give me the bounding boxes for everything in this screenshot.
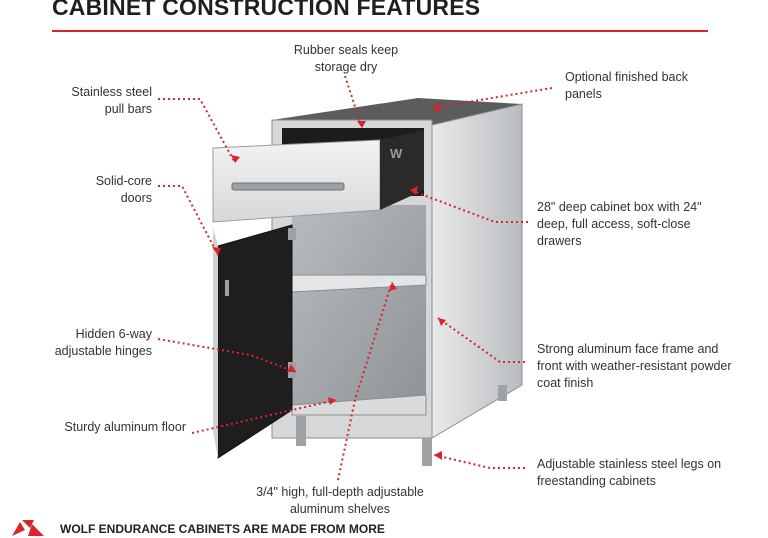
callout-cabinet-box: 28" deep cabinet box with 24" deep, full… [537, 200, 702, 248]
hinge-top [288, 228, 296, 240]
callout-doors: Solid-core doors [95, 174, 152, 205]
leg-back-right [498, 385, 507, 401]
callout-back-panels: Optional finished back panels [565, 70, 688, 101]
footer-text: WOLF ENDURANCE CABINETS ARE MADE FROM MO… [60, 522, 385, 536]
title-divider [52, 30, 708, 32]
leg-front-left [296, 416, 306, 446]
callout-leaders [157, 75, 553, 481]
callout-shelves: 3/4" high, full-depth adjustable aluminu… [256, 485, 424, 516]
cabinet-interior [292, 205, 426, 415]
cabinet-side-panel [431, 103, 523, 439]
pull-bar [231, 182, 345, 191]
callout-legs: Adjustable stainless steel legs on frees… [537, 457, 722, 488]
leg-front-right [422, 438, 432, 466]
callout-pull-bars: Stainless steel pull bars [71, 85, 152, 116]
drawer-front [212, 139, 381, 223]
door-edge [213, 228, 218, 458]
callout-face-frame: Strong aluminum face frame and front wit… [537, 342, 732, 390]
callout-rubber-seals: Rubber seals keep storage dry [293, 43, 399, 74]
svg-text:W: W [390, 146, 403, 161]
recycle-icon [12, 520, 44, 536]
cabinet-floor [291, 394, 427, 416]
callout-floor: Sturdy aluminum floor [64, 420, 186, 434]
page-title: CABINET CONSTRUCTION FEATURES [52, 0, 481, 20]
callout-hinges: Hidden 6-way adjustable hinges [54, 327, 152, 358]
door-latch [225, 280, 229, 296]
